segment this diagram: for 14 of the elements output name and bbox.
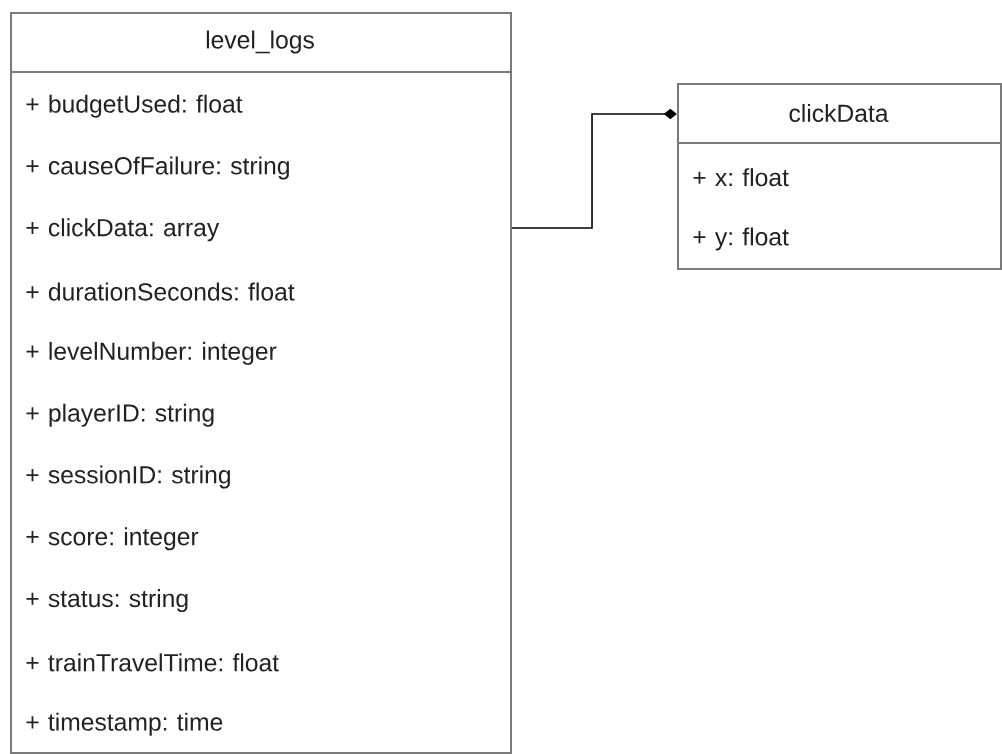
composition-line (511, 108, 677, 229)
attribute-row: + budgetUsed: float (26, 94, 243, 118)
attribute-row: + score: integer (26, 527, 199, 551)
attribute-row: + playerID: string (26, 403, 214, 427)
attribute-row: + causeOfFailure: string (26, 156, 289, 180)
attribute-row: + clickData: array (26, 218, 220, 242)
attribute-row: + sessionID: string (26, 465, 230, 489)
attribute-row: + timestamp: time (26, 712, 223, 736)
attribute-row: + x: float (693, 168, 789, 187)
attribute-row: + y: float (693, 227, 789, 251)
attribute-row: + trainTravelTime: float (26, 653, 279, 672)
attribute-row: + levelNumber: integer (26, 341, 277, 365)
attribute-row: + status: string (26, 589, 188, 613)
attribute-row: + durationSeconds: float (26, 282, 295, 301)
